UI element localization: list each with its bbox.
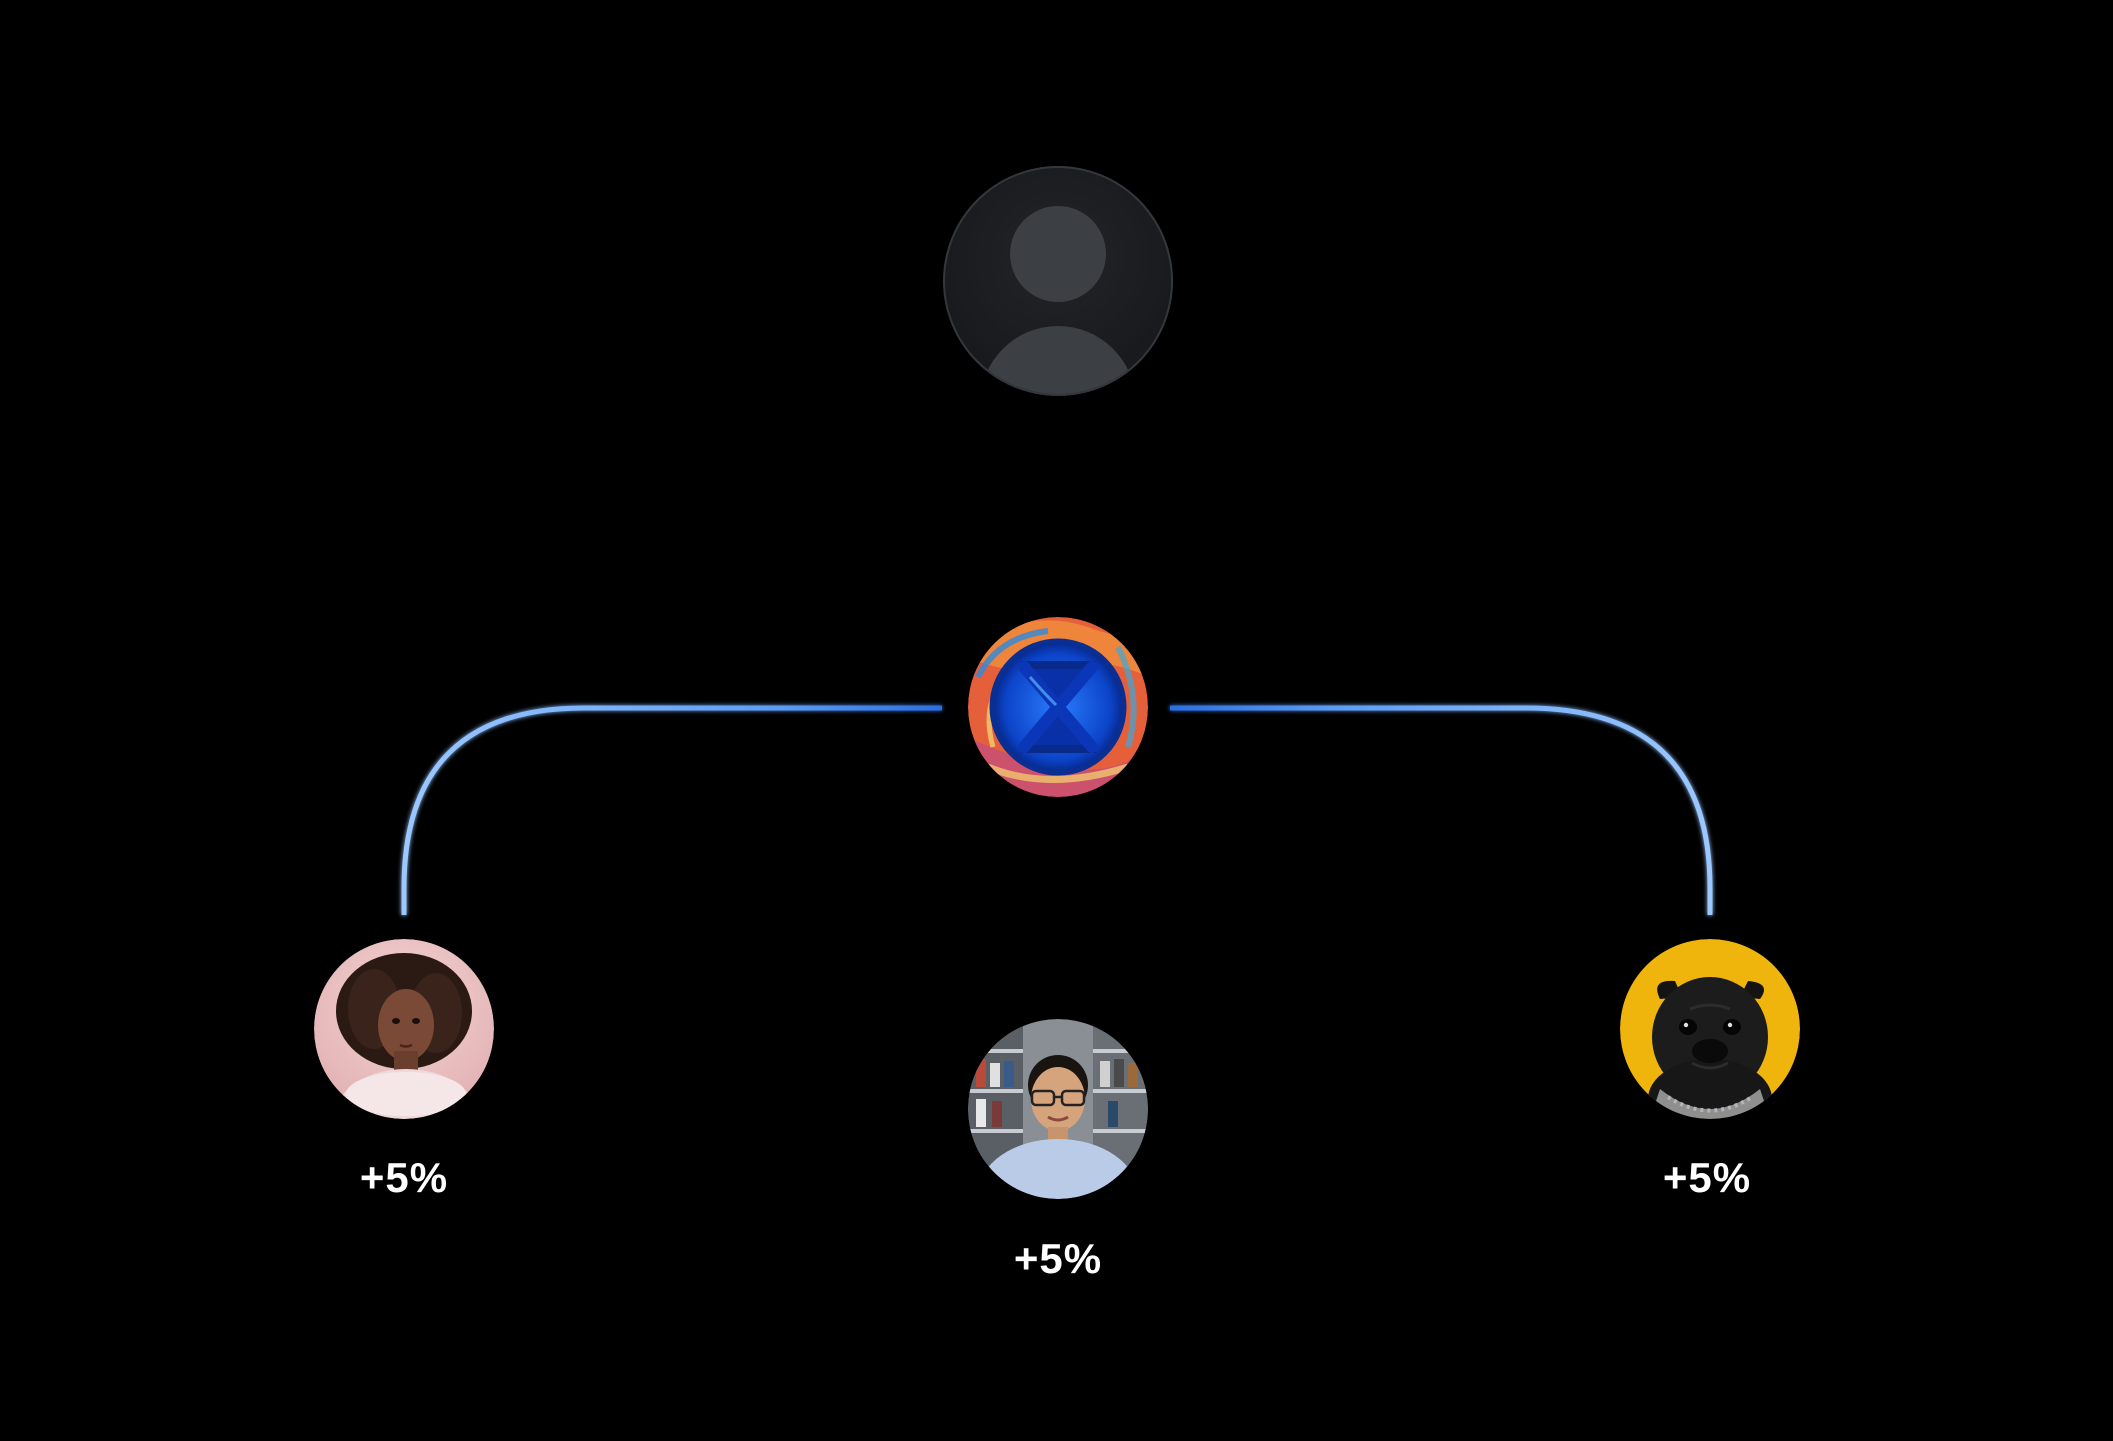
hub-x-logo-avatar[interactable] [968,617,1148,797]
man-portrait-icon [968,1019,1148,1199]
root-user-avatar[interactable] [943,166,1173,396]
child-right-avatar[interactable] [1620,939,1800,1119]
x-logo-icon [968,617,1148,797]
connector-hub-left [401,705,942,915]
child-left-percentage: +5% [359,1154,449,1201]
child-middle-avatar[interactable] [968,1019,1148,1199]
child-right-percentage: +5% [1662,1154,1752,1201]
connector-hub-right [1170,705,1713,915]
user-placeholder-icon [943,166,1173,396]
child-middle-percentage: +5% [1013,1235,1103,1282]
child-left-avatar[interactable] [314,939,494,1119]
woman-portrait-icon [314,939,494,1119]
pug-dog-icon [1620,939,1800,1119]
